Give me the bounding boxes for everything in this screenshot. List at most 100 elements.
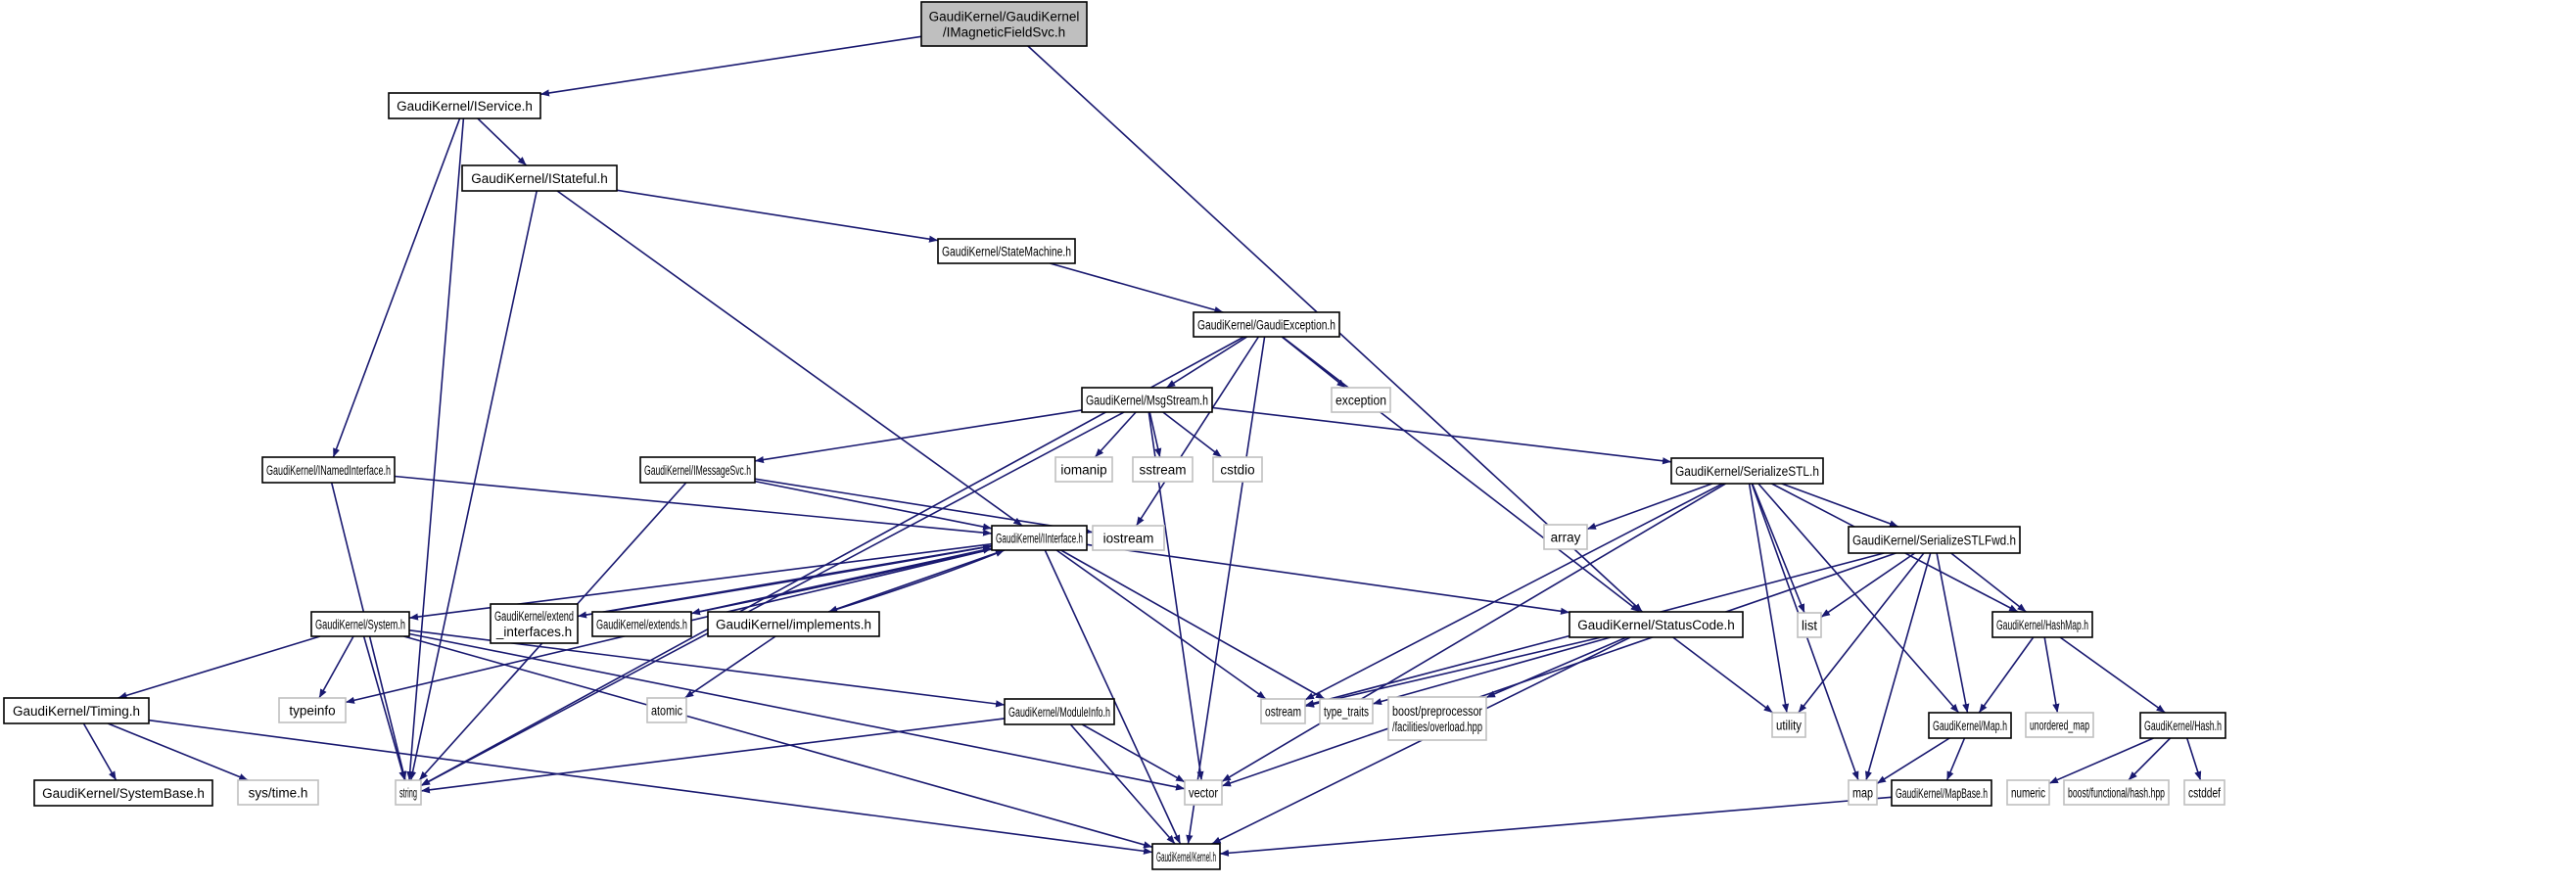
node-map: map xyxy=(1848,779,1878,806)
edge-iinterface-to-status-code xyxy=(1086,543,1570,615)
edge-hash-to-boosthash xyxy=(2128,737,2172,781)
node-box xyxy=(1771,712,1806,738)
node-extends[interactable]: GaudiKernel/extends.h xyxy=(591,611,692,637)
node-label: GaudiKernel/StatusCode.h xyxy=(1577,618,1735,632)
node-label: iostream xyxy=(1103,532,1154,546)
edge-map-to-map-base xyxy=(1945,737,1966,781)
node-sstream: sstream xyxy=(1132,456,1194,483)
edge-iservice-to-istateful xyxy=(477,117,528,166)
node-system[interactable]: GaudiKernel/System.h xyxy=(310,611,410,637)
node-array: array xyxy=(1543,524,1588,550)
node-hash-map[interactable]: GaudiKernel/HashMap.h xyxy=(1991,611,2093,638)
edge-serialize-stl-to-vector xyxy=(1221,483,1726,782)
node-imessage-svc[interactable]: GaudiKernel/IMessageSvc.h xyxy=(639,456,756,484)
node-label: typeinfo xyxy=(289,704,335,719)
node-label: GaudiKernel/Timing.h xyxy=(13,704,140,719)
node-label: map xyxy=(1852,786,1873,801)
node-label: exception xyxy=(1335,394,1386,408)
node-numeric: numeric xyxy=(2006,779,2050,806)
node-label: cstdio xyxy=(1220,463,1254,478)
edge-iservice-to-string xyxy=(406,117,465,781)
node-box xyxy=(2139,712,2226,739)
node-vector: vector xyxy=(1184,779,1223,806)
node-box xyxy=(1054,456,1113,483)
node-box xyxy=(639,456,756,484)
node-label: GaudiKernel/StateMachine.h xyxy=(942,245,1071,259)
node-status-code[interactable]: GaudiKernel/StatusCode.h xyxy=(1569,611,1744,638)
node-hash[interactable]: GaudiKernel/Hash.h xyxy=(2139,712,2226,739)
edge-istateful-to-state-machine xyxy=(616,189,939,243)
node-label: GaudiKernel/GaudiKernel xyxy=(929,10,1080,24)
edge-status-code-to-type-traits xyxy=(1372,636,1612,706)
node-box xyxy=(1331,387,1391,413)
node-gaudi-exception[interactable]: GaudiKernel/GaudiException.h xyxy=(1193,311,1340,338)
edge-hash-map-to-map xyxy=(1978,636,2035,714)
node-timing[interactable]: GaudiKernel/Timing.h xyxy=(3,697,150,724)
node-box xyxy=(1193,311,1340,338)
edge-imessage-svc-to-iinterface xyxy=(754,480,993,531)
edge-msg-stream-to-iomanip xyxy=(1094,411,1137,458)
node-box xyxy=(591,611,692,637)
node-system-base[interactable]: GaudiKernel/SystemBase.h xyxy=(33,779,213,807)
node-box xyxy=(1212,456,1263,483)
node-box xyxy=(1569,611,1744,638)
node-inamed-interface[interactable]: GaudiKernel/INamedInterface.h xyxy=(261,456,396,484)
node-label: list xyxy=(1802,619,1817,633)
edge-implements-to-iinterface xyxy=(827,549,1006,613)
edge-system-to-timing xyxy=(117,635,321,699)
node-state-machine[interactable]: GaudiKernel/StateMachine.h xyxy=(937,238,1076,264)
node-box xyxy=(461,164,618,192)
node-box xyxy=(920,1,1088,47)
node-module-info[interactable]: GaudiKernel/ModuleInfo.h xyxy=(1004,698,1115,725)
node-label: iomanip xyxy=(1060,463,1106,478)
node-box xyxy=(1004,698,1115,725)
edge-root-to-iservice xyxy=(539,35,922,97)
edge-module-info-to-vector xyxy=(1081,723,1186,783)
node-istateful[interactable]: GaudiKernel/IStateful.h xyxy=(461,164,618,192)
node-label: GaudiKernel/extends.h xyxy=(596,618,687,632)
edge-gaudi-exception-to-status-code xyxy=(1282,336,1641,613)
edge-msg-stream-to-imessage-svc xyxy=(754,409,1083,464)
node-serialize-stlfwd[interactable]: GaudiKernel/SerializeSTLFwd.h xyxy=(1848,526,2021,554)
node-utility: utility xyxy=(1771,712,1806,738)
edge-module-info-to-kernel xyxy=(1069,723,1176,845)
node-label: numeric xyxy=(2011,786,2045,801)
node-iinterface[interactable]: GaudiKernel/IInterface.h xyxy=(991,525,1088,551)
edge-iservice-to-inamed-interface xyxy=(332,117,461,458)
node-map[interactable]: GaudiKernel/Map.h xyxy=(1928,712,2012,739)
node-root[interactable]: GaudiKernel/GaudiKernel/IMagneticFieldSv… xyxy=(920,1,1088,47)
edge-msg-stream-to-sstream xyxy=(1148,411,1162,458)
node-label: type_traits xyxy=(1324,705,1369,720)
node-cstddef: cstddef xyxy=(2183,779,2225,806)
nodes-layer: GaudiKernel/GaudiKernel/IMagneticFieldSv… xyxy=(3,1,2226,870)
node-label: GaudiKernel/IStateful.h xyxy=(471,171,608,186)
node-label: boost/functional/hash.hpp xyxy=(2068,786,2165,801)
node-iservice[interactable]: GaudiKernel/IService.h xyxy=(388,92,541,119)
edge-iinterface-to-type-traits xyxy=(1060,549,1326,700)
node-label: GaudiKernel/implements.h xyxy=(716,618,871,632)
edge-serialize-stl-to-list xyxy=(1751,483,1805,614)
node-map-base[interactable]: GaudiKernel/MapBase.h xyxy=(1891,779,1992,807)
node-implements[interactable]: GaudiKernel/implements.h xyxy=(707,611,880,637)
node-extend-interfaces[interactable]: GaudiKernel/extend_interfaces.h xyxy=(490,603,579,644)
edge-system-to-kernel xyxy=(403,635,1153,849)
node-kernel[interactable]: GaudiKernel/Kernel.h xyxy=(1151,843,1221,870)
edge-serialize-stl-to-map xyxy=(1757,483,1960,714)
edge-serialize-stl-to-ostream xyxy=(1304,483,1723,701)
node-box xyxy=(2006,779,2050,806)
node-msg-stream[interactable]: GaudiKernel/MsgStream.h xyxy=(1081,387,1213,413)
edge-status-code-to-overload xyxy=(1485,636,1627,699)
edge-module-info-to-string xyxy=(420,718,1006,794)
node-label: vector xyxy=(1189,786,1218,801)
edge-serialize-stlfwd-to-vector xyxy=(1221,552,1897,787)
node-box xyxy=(490,603,579,644)
node-box xyxy=(3,697,150,724)
node-atomic: atomic xyxy=(646,697,687,723)
node-box xyxy=(2183,779,2225,806)
node-label: GaudiKernel/extend xyxy=(494,609,574,624)
node-label: GaudiKernel/HashMap.h xyxy=(1996,618,2088,632)
node-label: boost/preprocessor xyxy=(1392,704,1482,719)
node-serialize-stl[interactable]: GaudiKernel/SerializeSTL.h xyxy=(1670,457,1824,485)
edge-extend-interfaces-to-iinterface xyxy=(577,543,993,618)
node-box xyxy=(1151,843,1221,870)
